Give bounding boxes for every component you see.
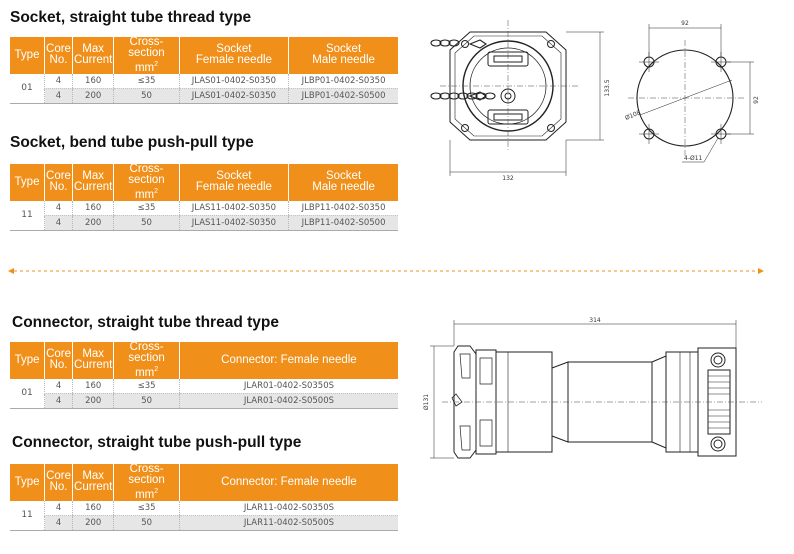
- header-type: Type: [10, 37, 45, 74]
- female-cell: JLAR11-0402-S0350S: [178, 500, 398, 516]
- core-cell: 4: [44, 515, 73, 531]
- female-cell: JLAS01-0402-S0350: [178, 73, 289, 89]
- cross-cell: ≤35: [113, 200, 180, 216]
- dim-holes: 4-Ø11: [684, 155, 703, 162]
- female-cell: JLAR01-0402-S0350S: [178, 378, 398, 394]
- table-row: 4 200 50 JLAR01-0402-S0500S: [10, 393, 398, 409]
- male-cell: JLBP11-0402-S0350: [288, 200, 398, 216]
- cross-cell: ≤35: [113, 73, 180, 89]
- male-cell: JLBP01-0402-S0350: [288, 73, 398, 89]
- section-title-socket-thread: Socket, straight tube thread type: [10, 9, 252, 26]
- current-cell: 160: [72, 378, 114, 394]
- current-cell: 160: [72, 500, 114, 516]
- connector-drawing: 314 Ø131: [423, 317, 762, 459]
- dim-height: 133.5: [604, 79, 611, 96]
- table-row: 11 4 160 ≤35 JLAS11-0402-S0350 JLBP11-04…: [10, 200, 398, 231]
- core-cell: 4: [44, 378, 73, 394]
- table-row: 4 200 50 JLAS11-0402-S0350 JLBP11-0402-S…: [10, 215, 398, 231]
- current-cell: 200: [72, 515, 114, 531]
- table-row: 4 200 50 JLAR11-0402-S0500S: [10, 515, 398, 531]
- cross-cell: 50: [113, 515, 180, 531]
- section-title-connector-thread: Connector, straight tube thread type: [12, 314, 279, 331]
- current-cell: 200: [71, 88, 114, 104]
- table-row: 01 4 160 ≤35 JLAS01-0402-S0350 JLBP01-04…: [10, 73, 398, 104]
- current-cell: 160: [71, 200, 114, 216]
- female-cell: JLAS11-0402-S0350: [178, 200, 289, 216]
- dim-pitch-y: 92: [753, 96, 760, 104]
- table-row: 11 4 160 ≤35 JLAR11-0402-S0350S: [10, 500, 398, 531]
- socket-side-drawing: 132 133.5: [430, 20, 611, 182]
- cross-cell: 50: [113, 215, 180, 231]
- male-cell: JLBP11-0402-S0500: [288, 215, 398, 231]
- core-cell: 4: [44, 215, 73, 231]
- core-cell: 4: [44, 500, 73, 516]
- current-cell: 200: [72, 393, 114, 409]
- current-cell: 200: [71, 215, 114, 231]
- dim-width: 132: [502, 175, 514, 182]
- section-title-socket-bend: Socket, bend tube push-pull type: [10, 134, 254, 151]
- female-cell: JLAR11-0402-S0500S: [178, 515, 398, 531]
- dim-pitch-x: 92: [681, 20, 689, 27]
- table-row: 4 200 50 JLAS01-0402-S0350 JLBP01-0402-S…: [10, 88, 398, 104]
- core-cell: 4: [44, 200, 73, 216]
- female-cell: JLAS01-0402-S0350: [178, 88, 289, 104]
- current-cell: 160: [71, 73, 114, 89]
- header-type: Type: [10, 342, 45, 379]
- table-row: 01 4 160 ≤35 JLAR01-0402-S0350S: [10, 378, 398, 409]
- type-cell: 01: [10, 378, 45, 409]
- core-cell: 4: [44, 73, 73, 89]
- cross-cell: ≤35: [113, 378, 180, 394]
- type-cell: 01: [10, 73, 45, 104]
- header-type: Type: [10, 464, 45, 501]
- section-title-connector-pushpull: Connector, straight tube push-pull type: [12, 434, 302, 451]
- type-cell: 11: [10, 500, 45, 531]
- dim-diameter: Ø131: [423, 394, 430, 410]
- header-connector-female: Connector: Female needle: [178, 342, 398, 379]
- core-cell: 4: [44, 393, 73, 409]
- core-cell: 4: [44, 88, 73, 104]
- male-cell: JLBP01-0402-S0500: [288, 88, 398, 104]
- cross-cell: 50: [113, 88, 180, 104]
- cross-cell: 50: [113, 393, 180, 409]
- female-cell: JLAR01-0402-S0500S: [178, 393, 398, 409]
- socket-face-drawing: 92 92 Ø108 4-Ø11: [624, 20, 760, 163]
- dim-diameter: Ø108: [624, 109, 642, 122]
- type-cell: 11: [10, 200, 45, 231]
- header-connector-female: Connector: Female needle: [178, 464, 398, 501]
- section-divider: [8, 268, 764, 274]
- cross-cell: ≤35: [113, 500, 180, 516]
- header-type: Type: [10, 164, 45, 201]
- dim-length: 314: [589, 317, 601, 324]
- female-cell: JLAS11-0402-S0350: [178, 215, 289, 231]
